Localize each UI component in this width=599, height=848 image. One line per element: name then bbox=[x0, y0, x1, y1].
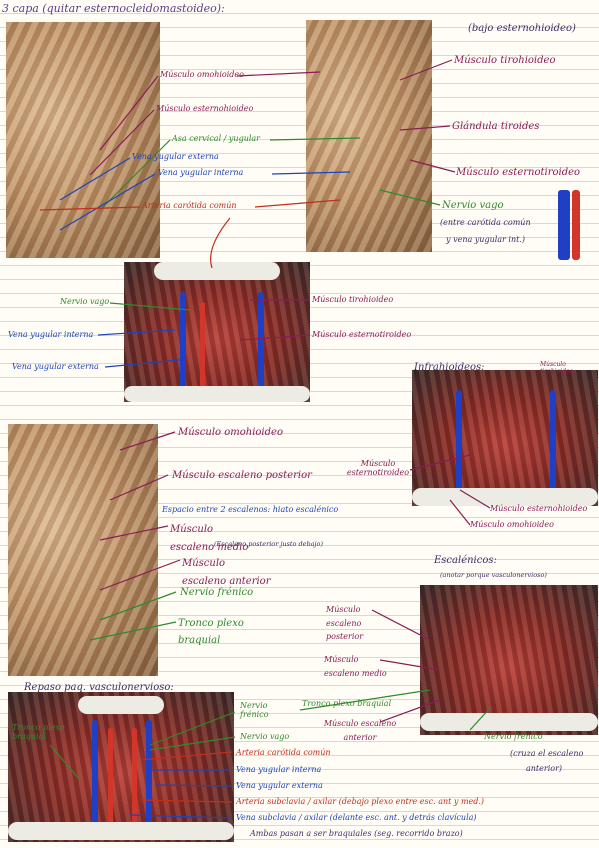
label-arteria-carotida-comun: Arteria carótida común bbox=[142, 201, 237, 210]
label-vena-yugular-interna-4: Vena yugular interna bbox=[236, 765, 322, 774]
label-nervio-vago: Nervio vago bbox=[442, 200, 504, 211]
nervio-frenico-note-1: (cruza el escaleno bbox=[510, 749, 584, 758]
label-vena-yugular-interna: Vena yugular interna bbox=[158, 168, 244, 177]
label-musculo-tirohioideo: Músculo tirohioideo bbox=[454, 55, 556, 66]
anatomy-model-2 bbox=[412, 370, 598, 506]
label-vena-yugular-interna-2: Vena yugular interna bbox=[8, 330, 94, 339]
label-musculo-escaleno-posterior: Músculo escaleno posterior bbox=[172, 470, 312, 481]
label-escaleno-medio-right: Músculo escaleno medio bbox=[324, 655, 387, 678]
label-nervio-vago-2: Nervio vago bbox=[60, 297, 110, 306]
label-repaso: Repaso paq. vasculonervioso: bbox=[24, 682, 174, 693]
label-tronco-plexo-braquial-l: Tronco plexo braquial bbox=[12, 723, 65, 741]
label-musculo-tirohioideo-small: Músculo tirohioideo bbox=[540, 361, 574, 375]
label-musculo-tirohioideo-2: Músculo tirohioideo bbox=[312, 295, 394, 304]
label-vena-yugular-externa-2: Vena yugular externa bbox=[12, 362, 99, 371]
label-escaleno-posterior-right: Músculo escaleno posterior bbox=[326, 605, 364, 642]
label-infrahioideos: Infrahioideos: bbox=[414, 362, 485, 373]
label-musculo-omohioideo-2: Músculo omohioideo bbox=[470, 520, 554, 529]
label-musculo-esternohioideo: Músculo esternohioideo bbox=[156, 104, 254, 113]
label-nervio-vago-4: Nervio vago bbox=[240, 732, 290, 741]
label-arteria-subclavia: Arteria subclavia / axilar (debajo plexo… bbox=[236, 797, 485, 806]
label-ambas-pasan: Ambas pasan a ser braquiales (seg. recor… bbox=[250, 829, 463, 838]
label-nervio-frenico-4: Nervio frénico bbox=[240, 701, 269, 719]
red-vessel-strip bbox=[572, 190, 580, 260]
label-musculo-omohioideo: Músculo omohioideo bbox=[160, 70, 244, 79]
label-arteria-carotida-comun-4: Arteria carótida común bbox=[236, 748, 331, 757]
label-nervio-frenico: Nervio frénico bbox=[180, 587, 254, 598]
label-musculo-escaleno-medio: Músculo escaleno medio bbox=[170, 524, 249, 553]
escaleno-posterior-note: (Escaleno posterior justo debajo) bbox=[214, 540, 324, 548]
label-tronco-plexo-braquial-r: Tronco plexo braquial bbox=[302, 699, 392, 708]
dissection-photo-1 bbox=[6, 22, 160, 258]
label-musculo-esternotiroideo-3: Músculo esternotiroideo bbox=[346, 459, 410, 477]
nervio-vago-note-1: (entre carótida común bbox=[440, 218, 531, 227]
label-vena-yugular-externa-4: Vena yugular externa bbox=[236, 781, 323, 790]
label-tronco-plexo-braquial: Tronco plexo braquial bbox=[178, 618, 244, 646]
nervio-vago-note-2: y vena yugular int.) bbox=[446, 235, 526, 244]
anatomy-model-3 bbox=[420, 585, 598, 735]
label-espacio-hiato-escalenico: Espacio entre 2 escalenos: hiato escalén… bbox=[162, 505, 339, 514]
page-title: 3 capa (quitar esternocleidomastoideo): bbox=[2, 2, 225, 15]
label-vena-subclavia: Vena subclavia / axilar (delante esc. an… bbox=[236, 813, 477, 822]
label-musculo-esternotiroideo: Músculo esternotiroideo bbox=[456, 167, 581, 178]
label-musculo-escaleno-anterior-4: Músculo escaleno anterior bbox=[323, 719, 397, 742]
label-musculo-escaleno-anterior: Músculo escaleno anterior bbox=[182, 558, 271, 587]
anatomy-model-1 bbox=[124, 262, 310, 402]
label-musculo-omohioideo-3: Músculo omohioideo bbox=[178, 427, 283, 438]
blue-vessel-strip bbox=[558, 190, 570, 260]
subtitle-bajo-esternohioideo: (bajo esternohioideo) bbox=[468, 23, 576, 34]
label-nervio-frenico-r: Nervio frénico bbox=[484, 732, 543, 741]
dissection-photo-2 bbox=[306, 20, 432, 252]
dissection-photo-3 bbox=[8, 424, 158, 676]
nervio-frenico-note-2: anterior) bbox=[526, 764, 563, 773]
label-vena-yugular-externa: Vena yugular externa bbox=[132, 152, 219, 161]
anatomy-model-4 bbox=[8, 692, 234, 842]
label-escalenicos: Escalénicos: bbox=[434, 555, 497, 566]
label-musculo-esternohioideo-2: Músculo esternohioideo bbox=[490, 504, 588, 513]
label-musculo-esternotiroideo-2: Músculo esternotiroideo bbox=[312, 330, 412, 339]
label-asa-cervical: Asa cervical / yugular bbox=[172, 134, 260, 143]
label-glandula-tiroides: Glándula tiroides bbox=[452, 121, 540, 132]
escalenicos-note: (anotar porque vasculonervioso) bbox=[440, 571, 547, 579]
